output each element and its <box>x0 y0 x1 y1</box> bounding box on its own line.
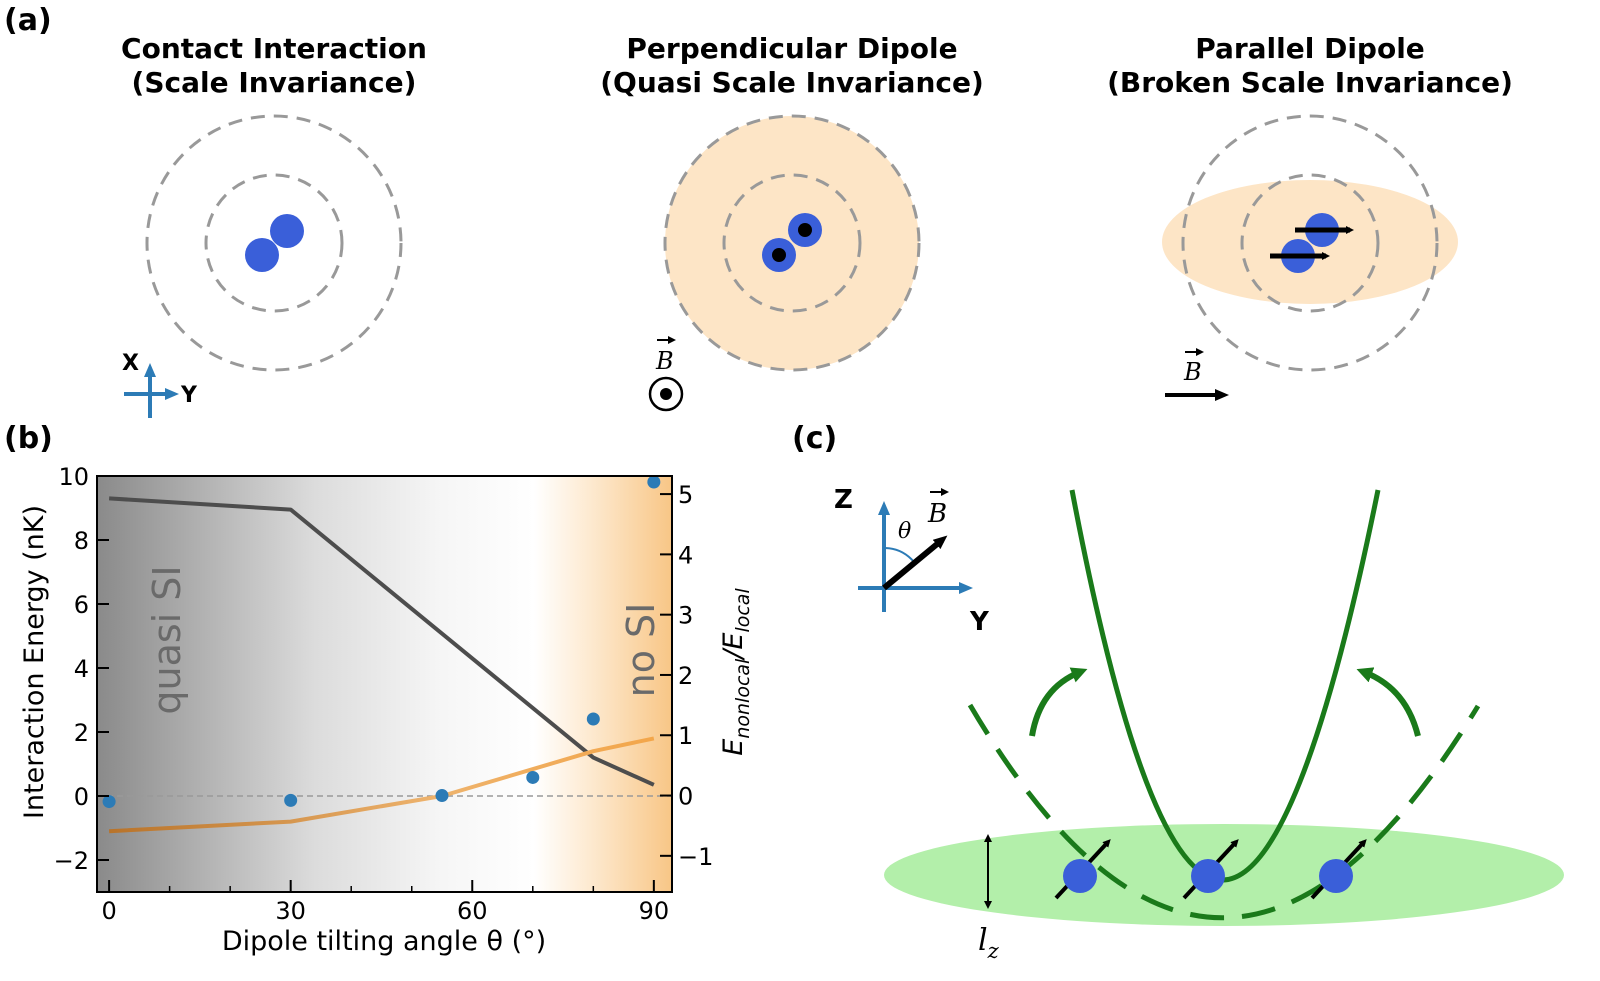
energy-line-dark <box>108 496 655 787</box>
y-tick-label: 6 <box>74 591 89 619</box>
scatter-point <box>284 793 298 807</box>
atom <box>245 238 279 272</box>
scatter-point <box>526 770 540 784</box>
panel-label-c: (c) <box>792 421 837 456</box>
outer-ring <box>1181 114 1439 372</box>
scatter-point <box>586 712 600 726</box>
subpanel-1-title-line1: Contact Interaction <box>121 32 427 65</box>
scatter-point <box>435 789 449 803</box>
field-out-of-page-dot <box>660 388 672 400</box>
plot-background <box>97 476 672 892</box>
x-tick-label: 90 <box>639 897 670 925</box>
potential-solid <box>1069 489 1381 883</box>
axis-x-label: X <box>122 351 139 376</box>
y-right-tick-label: −1 <box>678 843 713 871</box>
dipole-cloud <box>665 116 919 370</box>
y-tick-label: 2 <box>74 719 89 747</box>
field-arrow <box>882 535 948 591</box>
y-tick-label: 4 <box>74 655 89 683</box>
curved-arrow-left <box>1029 667 1088 737</box>
theta-label: θ <box>898 519 911 544</box>
chart-ticks: 0 30 60 90 −2 0 2 4 6 8 10 −1 0 1 2 3 4 5 <box>54 463 714 925</box>
axis-y-label: Y <box>969 607 990 637</box>
field-out-of-page-icon <box>648 376 684 412</box>
axis-z-label: Z <box>834 485 853 515</box>
field-label: B <box>1183 358 1202 386</box>
y-right-tick-label: 2 <box>678 662 693 690</box>
region-label-quasi-si: quasi SI <box>145 565 189 714</box>
y-right-tick-label: 5 <box>678 481 693 509</box>
subpanel-2-title-line1: Perpendicular Dipole <box>626 32 957 65</box>
region-label-no-si: no SI <box>619 603 663 698</box>
atom <box>1063 859 1097 893</box>
subpanel-3-title-line1: Parallel Dipole <box>1195 32 1425 65</box>
panel-c-diagram: lz Z Y θ B <box>834 485 1564 963</box>
curved-arrow-right <box>1356 667 1421 737</box>
atom <box>270 214 304 248</box>
subpanel-3-title-line2: (Broken Scale Invariance) <box>1107 66 1513 99</box>
y-right-tick-label: 4 <box>678 541 693 569</box>
outer-ring <box>145 114 403 372</box>
inner-ring <box>204 173 344 313</box>
field-label: B <box>655 347 674 375</box>
atom <box>1191 859 1225 893</box>
y-axis-right-label: Enonlocal/Elocal <box>718 588 754 756</box>
chart-marks <box>97 475 672 834</box>
outer-ring <box>663 114 921 372</box>
axis-y-label: Y <box>180 383 198 408</box>
inner-ring <box>722 173 862 313</box>
y-axis-label: Interaction Energy (nK) <box>19 505 50 819</box>
subpanel-2-title-line2: (Quasi Scale Invariance) <box>600 66 984 99</box>
theta-arc <box>883 547 915 563</box>
y-right-tick-label: 3 <box>678 602 693 630</box>
x-tick-label: 60 <box>457 897 488 925</box>
lz-label: lz <box>978 923 1000 963</box>
x-tick-label: 30 <box>275 897 306 925</box>
y-tick-label: 8 <box>74 527 89 555</box>
x-axis-label: Dipole tilting angle θ (°) <box>222 926 546 957</box>
scatter-point <box>647 475 661 489</box>
subpanel-perpendicular: Perpendicular Dipole (Quasi Scale Invari… <box>600 32 984 412</box>
potential-dashed <box>967 703 1481 921</box>
y-right-tick-label: 0 <box>678 783 693 811</box>
y-tick-label: −2 <box>54 847 89 875</box>
dipole-dot <box>772 248 786 262</box>
y-tick-label: 10 <box>58 463 89 491</box>
subpanel-parallel: Parallel Dipole (Broken Scale Invariance… <box>1107 32 1513 401</box>
panel-label-a: (a) <box>4 3 52 38</box>
atom <box>1319 859 1353 893</box>
field-label: B <box>927 499 947 529</box>
inner-ring <box>1240 173 1380 313</box>
y-tick-label: 0 <box>74 783 89 811</box>
panel-label-b: (b) <box>4 421 53 456</box>
subpanel-contact: Contact Interaction (Scale Invariance) X… <box>121 32 427 418</box>
y-right-tick-label: 1 <box>678 722 693 750</box>
plot-frame <box>96 475 673 893</box>
x-tick-label: 0 <box>101 897 116 925</box>
scatter-point <box>102 795 116 809</box>
subpanel-1-title-line2: (Scale Invariance) <box>132 66 417 99</box>
dipole-dot <box>798 223 812 237</box>
